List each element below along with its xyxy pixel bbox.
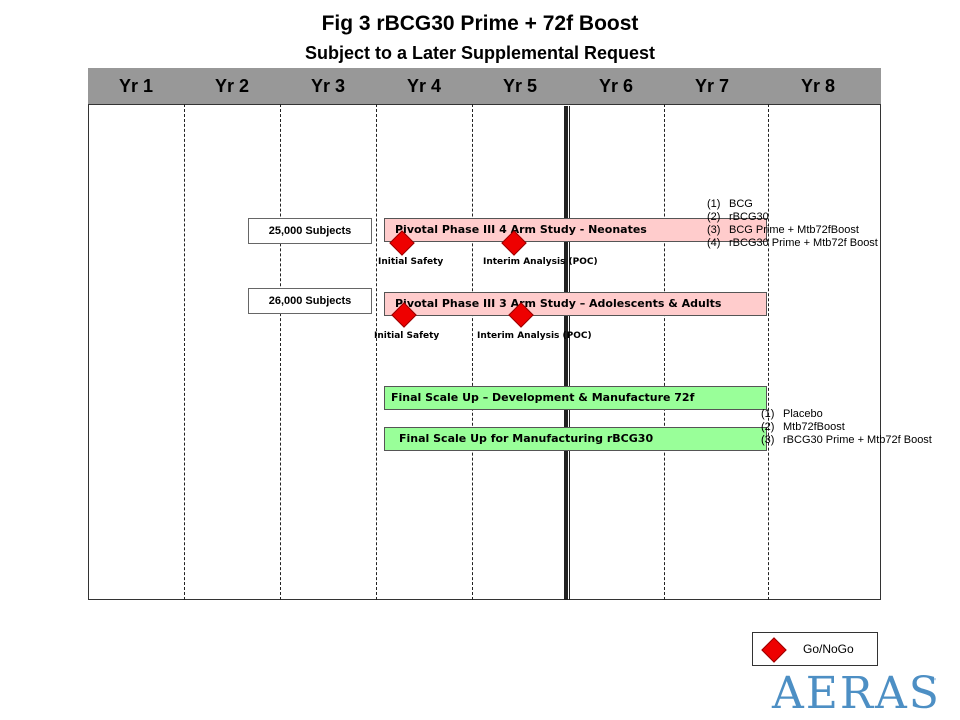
year-divider	[472, 104, 473, 600]
year-divider	[184, 104, 185, 600]
year-label-6: Yr 6	[598, 76, 634, 96]
arm-item: (1)Placebo	[761, 408, 823, 420]
milestone-label: Interim Analysis (POC)	[483, 257, 598, 267]
subjects-box-adults: 26,000 Subjects	[248, 288, 372, 314]
chart-subtitle: Subject to a Later Supplemental Request	[304, 43, 656, 63]
arm-item: (3)BCG Prime + Mtb72fBoost	[707, 224, 859, 236]
legend: Go/NoGo	[752, 632, 878, 666]
milestone-label: Initial Safety	[374, 331, 440, 341]
year-label-3: Yr 3	[310, 76, 346, 96]
year-label-8: Yr 8	[800, 76, 836, 96]
year-label-2: Yr 2	[214, 76, 250, 96]
year-label-1: Yr 1	[118, 76, 154, 96]
arm-item: (3)rBCG30 Prime + Mtb72f Boost	[761, 434, 932, 446]
study-bar-neonates: Pivotal Phase III 4 Arm Study - Neonates	[384, 218, 767, 242]
year-divider	[768, 104, 769, 600]
adults-arms-list: (1)Placebo (2)Mtb72fBoost (3)rBCG30 Prim…	[761, 408, 933, 447]
year-label-5: Yr 5	[502, 76, 538, 96]
arm-item: (4)rBCG30 Prime + Mtb72f Boost	[707, 237, 878, 249]
arm-item: (2)rBCG30	[707, 211, 769, 223]
legend-label: Go/NoGo	[803, 642, 854, 656]
neonates-arms-list: (1)BCG (2)rBCG30 (3)BCG Prime + Mtb72fBo…	[707, 198, 947, 250]
timeline-frame	[88, 104, 881, 600]
milestone-label: Interim Analysis (POC)	[477, 331, 592, 341]
year-divider	[376, 104, 377, 600]
arm-item: (1)BCG	[707, 198, 753, 210]
chart-title: Fig 3 rBCG30 Prime + 72f Boost	[321, 12, 639, 35]
subjects-box-neonates: 25,000 Subjects	[248, 218, 372, 244]
year-divider	[280, 104, 281, 600]
aeras-logo: AERAS ™	[772, 668, 941, 719]
study-bar-adults: Pivotal Phase III 3 Arm Study – Adolesce…	[384, 292, 767, 316]
current-time-marker	[564, 106, 568, 600]
year-divider	[664, 104, 665, 600]
milestone-label: Initial Safety	[378, 257, 444, 267]
arm-item: (2)Mtb72fBoost	[761, 421, 845, 433]
manufacturing-bar-72f: Final Scale Up – Development & Manufactu…	[384, 386, 767, 410]
year-label-7: Yr 7	[694, 76, 730, 96]
manufacturing-bar-rbcg30: Final Scale Up for Manufacturing rBCG30	[384, 427, 767, 451]
go-nogo-legend-icon	[761, 637, 787, 663]
current-time-marker-edge	[569, 106, 570, 600]
year-header-bar: Yr 1 Yr 2 Yr 3 Yr 4 Yr 5 Yr 6 Yr 7 Yr 8	[88, 68, 881, 104]
year-label-4: Yr 4	[406, 76, 442, 96]
